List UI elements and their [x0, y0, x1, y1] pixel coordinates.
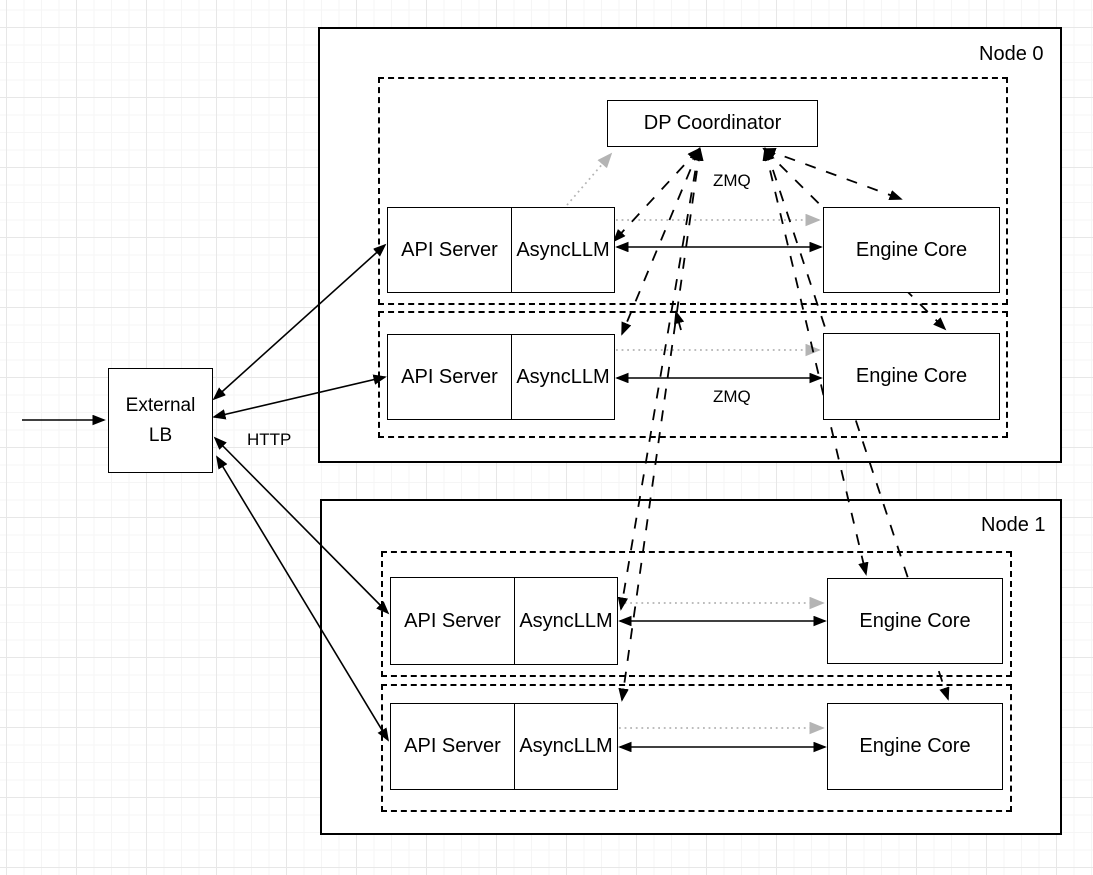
api-server-cell: API Server	[388, 335, 512, 419]
api-server-label: API Server	[404, 735, 501, 757]
node0-replica2-engine-core-box: Engine Core	[823, 333, 1000, 420]
external-lb-box: External LB	[108, 368, 213, 473]
node1-replica1-engine-core-box: Engine Core	[827, 578, 1003, 664]
external-lb-label-line1: External	[125, 394, 196, 416]
api-server-label: API Server	[401, 365, 498, 388]
zmq-engine-edge-label: ZMQ	[713, 387, 751, 406]
node1-replica1-frontend-box: API Server AsyncLLM	[390, 577, 618, 665]
api-server-label: API Server	[404, 609, 501, 632]
node0-label: Node 0	[979, 43, 1044, 65]
node1-replica2-frontend-box: API Server AsyncLLM	[390, 703, 618, 790]
dp-coordinator-box: DP Coordinator	[607, 100, 818, 147]
asyncllm-label: AsyncLLM	[516, 365, 610, 388]
asyncllm-cell: AsyncLLM	[512, 208, 614, 292]
asyncllm-label: AsyncLLM	[519, 609, 613, 632]
asyncllm-cell: AsyncLLM	[512, 335, 614, 419]
asyncllm-label: AsyncLLM	[516, 238, 610, 261]
engine-core-label: Engine Core	[859, 735, 971, 757]
node1-replica2-engine-core-box: Engine Core	[827, 703, 1003, 790]
node0-replica1-frontend-box: API Server AsyncLLM	[387, 207, 615, 293]
external-lb-label-line2: LB	[148, 424, 173, 446]
node0-replica2-frontend-box: API Server AsyncLLM	[387, 334, 615, 420]
node0-replica1-engine-core-box: Engine Core	[823, 207, 1000, 293]
zmq-coordinator-edge-label: ZMQ	[713, 171, 751, 190]
http-edge-label: HTTP	[247, 430, 292, 449]
asyncllm-cell: AsyncLLM	[515, 578, 617, 664]
node1-label: Node 1	[981, 514, 1046, 536]
engine-core-label: Engine Core	[855, 365, 968, 387]
dp-coordinator-label: DP Coordinator	[643, 112, 782, 134]
engine-core-label: Engine Core	[859, 609, 971, 632]
asyncllm-cell: AsyncLLM	[515, 704, 617, 789]
api-server-cell: API Server	[388, 208, 512, 292]
api-server-cell: API Server	[391, 704, 515, 789]
api-server-cell: API Server	[391, 578, 515, 664]
engine-core-label: Engine Core	[855, 238, 968, 261]
asyncllm-label: AsyncLLM	[519, 735, 613, 757]
api-server-label: API Server	[401, 238, 498, 261]
